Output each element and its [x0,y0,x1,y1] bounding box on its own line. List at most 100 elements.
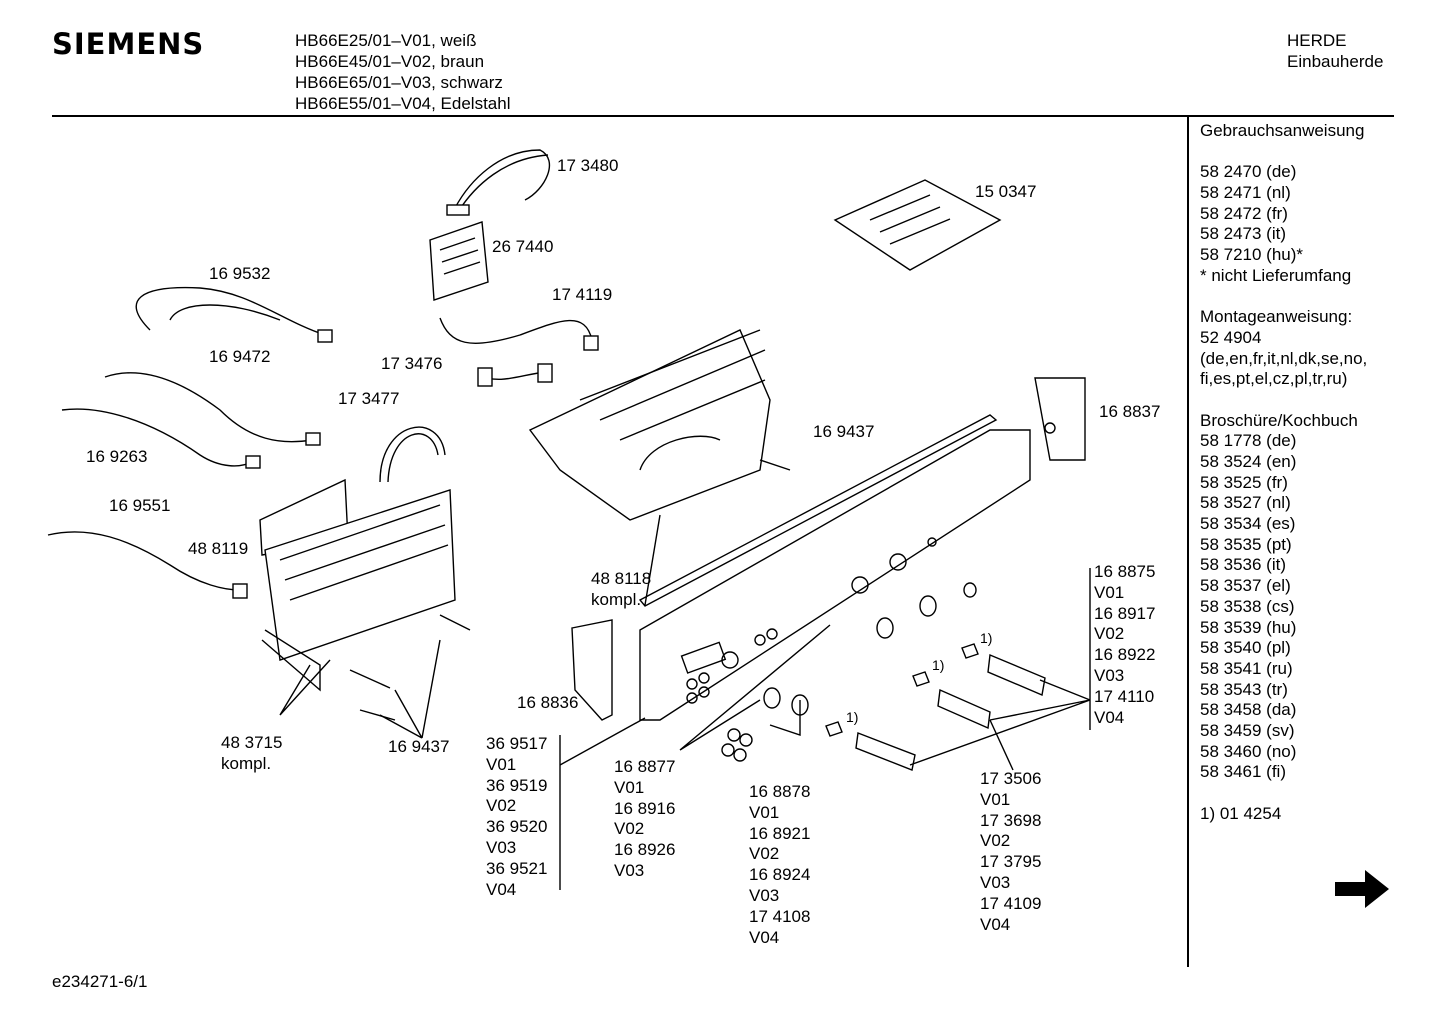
sidebar-line: (de,en,fr,it,nl,dk,se,no, [1200,348,1368,368]
part-label: V01 [749,802,780,822]
part-label: 15 0347 [975,182,1037,201]
model-line: HB66E55/01–V04, Edelstahl [295,94,511,113]
part-label: 17 3795 [980,852,1042,872]
part-label: 16 9437 [813,422,875,441]
part-label: 16 8924 [749,865,811,885]
sidebar-line: fi,es,pt,el,cz,pl,tr,ru) [1200,369,1348,389]
part-label: V03 [749,885,780,905]
part-label: 16 8921 [749,823,811,843]
part-label: 36 9519 [486,775,548,795]
sidebar-line: 58 1778 (de) [1200,431,1297,451]
sidebar-line: 58 3458 (da) [1200,700,1297,720]
part-label: 17 4109 [980,893,1042,913]
sidebar-line: * nicht Lieferumfang [1200,265,1352,285]
part-label: 16 8922 [1094,645,1156,665]
part-label: V03 [980,872,1011,892]
part-label: 16 9437 [388,737,450,756]
part-label: 16 8875 [1094,562,1156,581]
part-label: 48 8119 [188,539,249,558]
part-label: 36 9520 [486,817,548,837]
category-line: Einbauherde [1287,52,1384,71]
drawing-code: e234271-6/1 [52,972,148,991]
model-line: HB66E45/01–V02, braun [295,52,485,71]
part-label: 16 8916 [614,798,676,818]
part-label: 16 8878 [749,782,811,801]
model-line: HB66E25/01–V01, weiß [295,31,477,50]
sidebar-line: 58 3536 (it) [1200,555,1286,575]
sidebar-line: 1) 01 4254 [1200,803,1282,823]
part-label: kompl. [221,753,272,773]
sidebar-line: 58 3543 (tr) [1200,679,1288,699]
part-label: 16 8836 [517,693,579,712]
category: HERDE Einbauherde [1287,30,1383,72]
part-label: V03 [614,860,645,880]
sidebar-line: 58 2470 (de) [1200,162,1297,182]
sidebar-line: 52 4904 [1200,327,1262,347]
part-label: 16 9472 [209,347,271,366]
part-label: V03 [486,837,517,857]
part-label: V02 [980,831,1011,851]
part-label-group: 48 3715 kompl. [221,733,282,775]
part-label: V02 [614,819,645,839]
part-label: V01 [980,789,1011,809]
footnote-mark: 1) [980,630,993,646]
model-list: HB66E25/01–V01, weiß HB66E45/01–V02, bra… [295,30,511,114]
sidebar-line: 58 3460 (no) [1200,741,1297,761]
part-label: 16 8837 [1099,402,1161,421]
part-label: 17 4110 [1094,686,1155,706]
sidebar-line: 58 3524 (en) [1200,452,1297,471]
sidebar-line: 58 2471 (nl) [1200,183,1291,203]
part-label: 17 4108 [749,906,811,926]
sidebar-divider [1187,117,1189,967]
variant-group-369517: 36 9517 V01 36 9519 V02 36 9520 V03 36 9… [486,734,547,900]
sidebar-line: 58 3459 (sv) [1200,720,1295,740]
part-label: V04 [980,914,1011,934]
part-label: 16 8926 [614,840,676,860]
part-label: 26 7440 [492,237,554,256]
part-label: 17 3476 [381,354,443,373]
sidebar-line: 58 3538 (cs) [1200,596,1295,616]
part-label: 16 9263 [86,447,148,466]
variant-group-168875: 16 8875 V01 16 8917 V02 16 8922 V03 17 4… [1094,562,1155,728]
next-page-arrow-icon[interactable] [1335,868,1391,910]
part-label: 17 3480 [557,156,619,175]
sidebar-line: 58 2472 (fr) [1200,203,1288,223]
sidebar-line: 58 7210 (hu)* [1200,245,1304,265]
header-rule [52,115,1394,117]
part-label: 48 8118 [591,569,652,588]
part-label: 16 8877 [614,757,676,776]
footnote-mark: 1) [846,709,859,725]
part-label-group: 48 8118 kompl. [591,569,651,611]
sidebar-line: 58 3537 (el) [1200,576,1291,596]
part-label: kompl. [591,589,642,609]
sidebar-line: 58 3527 (nl) [1200,493,1291,513]
sidebar-line: 58 3525 (fr) [1200,472,1288,492]
part-label: V01 [614,777,645,797]
brand-logo: SIEMENS [52,27,205,61]
part-label: V03 [1094,665,1125,685]
part-label: V02 [1094,624,1125,644]
variant-group-168877: 16 8877 V01 16 8916 V02 16 8926 V03 [614,757,675,882]
sidebar-line: Montageanweisung: [1200,307,1353,327]
part-label: V04 [486,879,517,899]
sidebar-line: 58 3534 (es) [1200,514,1296,534]
part-label: 16 9532 [209,264,271,283]
sidebar-line: Broschüre/Kochbuch [1200,410,1358,430]
part-label: V01 [486,754,517,774]
part-label: V04 [749,927,780,947]
footnote-mark: 1) [932,657,945,673]
category-line: HERDE [1287,31,1347,50]
sidebar-line: 58 3541 (ru) [1200,658,1293,678]
part-label: 17 3506 [980,769,1042,788]
part-label: V02 [749,844,780,864]
part-label: 36 9517 [486,734,548,753]
part-label: 17 4119 [552,285,613,304]
part-label: 17 3477 [338,389,400,408]
part-label: V02 [486,796,517,816]
part-label: 36 9521 [486,858,548,878]
part-label: 16 8917 [1094,603,1156,623]
variant-group-168878: 16 8878 V01 16 8921 V02 16 8924 V03 17 4… [749,782,810,948]
sidebar-line: 58 3461 (fi) [1200,762,1286,782]
